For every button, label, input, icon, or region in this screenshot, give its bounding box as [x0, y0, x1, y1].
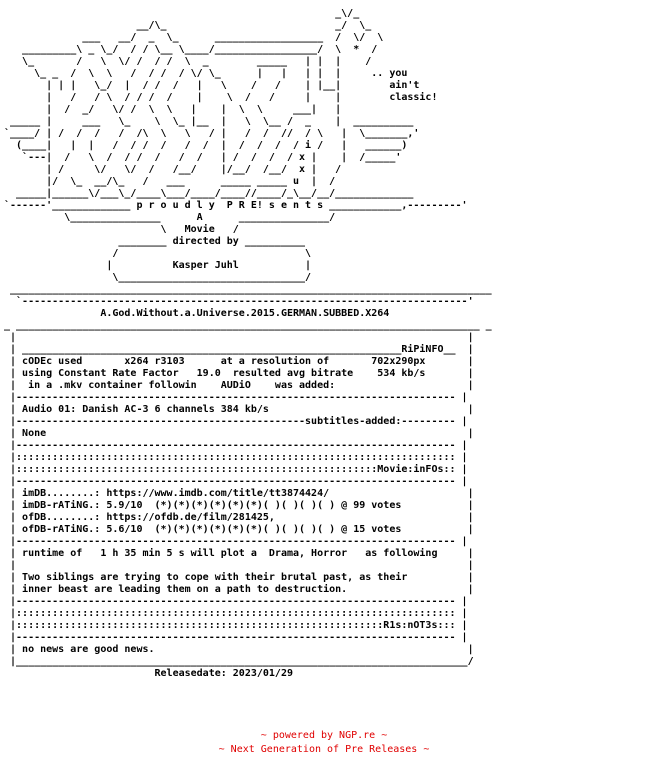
nfo-line: __/\_ _/ \_ [4, 20, 372, 31]
info-line: | ofDB-rATiNG.: 5.6/10 (*)(*)(*)(*)(*)(*… [4, 524, 474, 535]
info-line: |:::::::::::::::::::::::::::::::::::::::… [4, 620, 468, 631]
nfo-line: | / _/ \/ / \ \ | | \ \ ___| | [4, 104, 342, 115]
nfo-line: \_ / \ \/ / / / \ _ _____ | | | / [4, 56, 372, 67]
info-line: | Two siblings are trying to cope with t… [4, 572, 474, 583]
info-line: |_______________________________________… [4, 656, 474, 667]
footer: ~ powered by NGP.re ~ ~ Next Generation … [0, 729, 648, 757]
nfo-line: \_______________________________/ [4, 272, 312, 283]
info-line: | cODEc used x264 r3103 at a resolution … [4, 356, 474, 367]
nfo-line: | Kasper Juhl | [4, 260, 312, 271]
nfo-line: \ Movie / [4, 224, 239, 235]
info-line: | using Constant Rate Factor 19.0 result… [4, 368, 474, 379]
nfo-line: \_ _ / \ \ / / / / \/ \_ | | | | | .. yo… [4, 68, 408, 79]
info-line: |---------------------------------------… [4, 632, 468, 643]
info-line: |:::::::::::::::::::::::::::::::::::::::… [4, 464, 468, 475]
nfo-line: | / \/ \/ / /__/ |/__/ /__/ x | / [4, 164, 342, 175]
nfo-line: `------'_____________ p r o u d l y P R … [4, 200, 468, 211]
info-line: | in a .mkv container followin AUDiO was… [4, 380, 474, 391]
info-line: | ______________________________________… [4, 344, 474, 355]
nfo-line: _____ | ___ \_ \ \_ |__ | \ \__ / _ | __… [4, 116, 414, 127]
info-line: | inner beast are leading them on a path… [4, 584, 474, 595]
info-line: | | [4, 332, 474, 343]
info-line: Releasedate: 2023/01/29 [4, 668, 293, 679]
nfo-text: _\/_ __/\_ _/ \_ ___ __/ _ \_ __________… [4, 8, 492, 680]
tagline-text[interactable]: ~ Next Generation of Pre Releases ~ [218, 744, 430, 755]
info-line: |---------------------------------------… [4, 536, 468, 547]
info-line: _ ______________________________________… [4, 320, 492, 331]
nfo-line: \_______________ A _______________/ [4, 212, 336, 223]
nfo-line: `---------------------------------------… [4, 296, 474, 307]
info-line: |---------------------------------------… [4, 440, 468, 451]
nfo-line: _____|______\/___\_/____\___/____/____//… [4, 188, 414, 199]
info-line: | no news are good news. | [4, 644, 474, 655]
nfo-line: | / / \ / / / / | \ / / | | classic! [4, 92, 438, 103]
nfo-line: (____| | | / / / / / / | / / / / i / | _… [4, 140, 408, 151]
info-line: |---------------------------------------… [4, 596, 468, 607]
nfo-line: / \ [4, 248, 312, 259]
info-line: | Audio 01: Danish AC-3 6 channels 384 k… [4, 404, 474, 415]
info-line: | | [4, 560, 474, 571]
info-line: |:::::::::::::::::::::::::::::::::::::::… [4, 452, 468, 463]
info-line: |---------------------------------------… [4, 476, 468, 487]
info-line: | None | [4, 428, 474, 439]
nfo-line: A.God.Without.a.Universe.2015.GERMAN.SUB… [4, 308, 390, 319]
nfo-line: _\/_ [4, 8, 360, 19]
nfo-line: ___ __/ _ \_ __________________ / \/ \ [4, 32, 384, 43]
powered-by-text[interactable]: ~ powered by NGP.re ~ [260, 730, 388, 741]
info-line: |---------------------------------------… [4, 416, 468, 427]
info-line: |:::::::::::::::::::::::::::::::::::::::… [4, 608, 468, 619]
nfo-line: ________________________________________… [4, 284, 492, 295]
nfo-line: `____/ | / / / / /\ \ \ / | / / // / \ |… [4, 128, 420, 139]
info-line: |---------------------------------------… [4, 392, 468, 403]
nfo-line: ________ directed by __________ [4, 236, 306, 247]
nfo-line: | | | \_/ | / / / | \ / / | |__| ain't [4, 80, 420, 91]
info-line[interactable]: | ofDB........: https://ofdb.de/film/281… [4, 512, 474, 523]
nfo-line: `---| / \ / / / / / / | / / / / x | | /_… [4, 152, 402, 163]
nfo-line: _________\ _ \_/ / / \__ \____/_________… [4, 44, 378, 55]
info-line: | runtime of 1 h 35 min 5 s will plot a … [4, 548, 474, 559]
nfo-line: |/ \_ __/\_ / ___ _____ _____ u | / [4, 176, 336, 187]
info-line: | imDB-rATiNG.: 5.9/10 (*)(*)(*)(*)(*)(*… [4, 500, 474, 511]
info-line[interactable]: | imDB........: https://www.imdb.com/tit… [4, 488, 474, 499]
